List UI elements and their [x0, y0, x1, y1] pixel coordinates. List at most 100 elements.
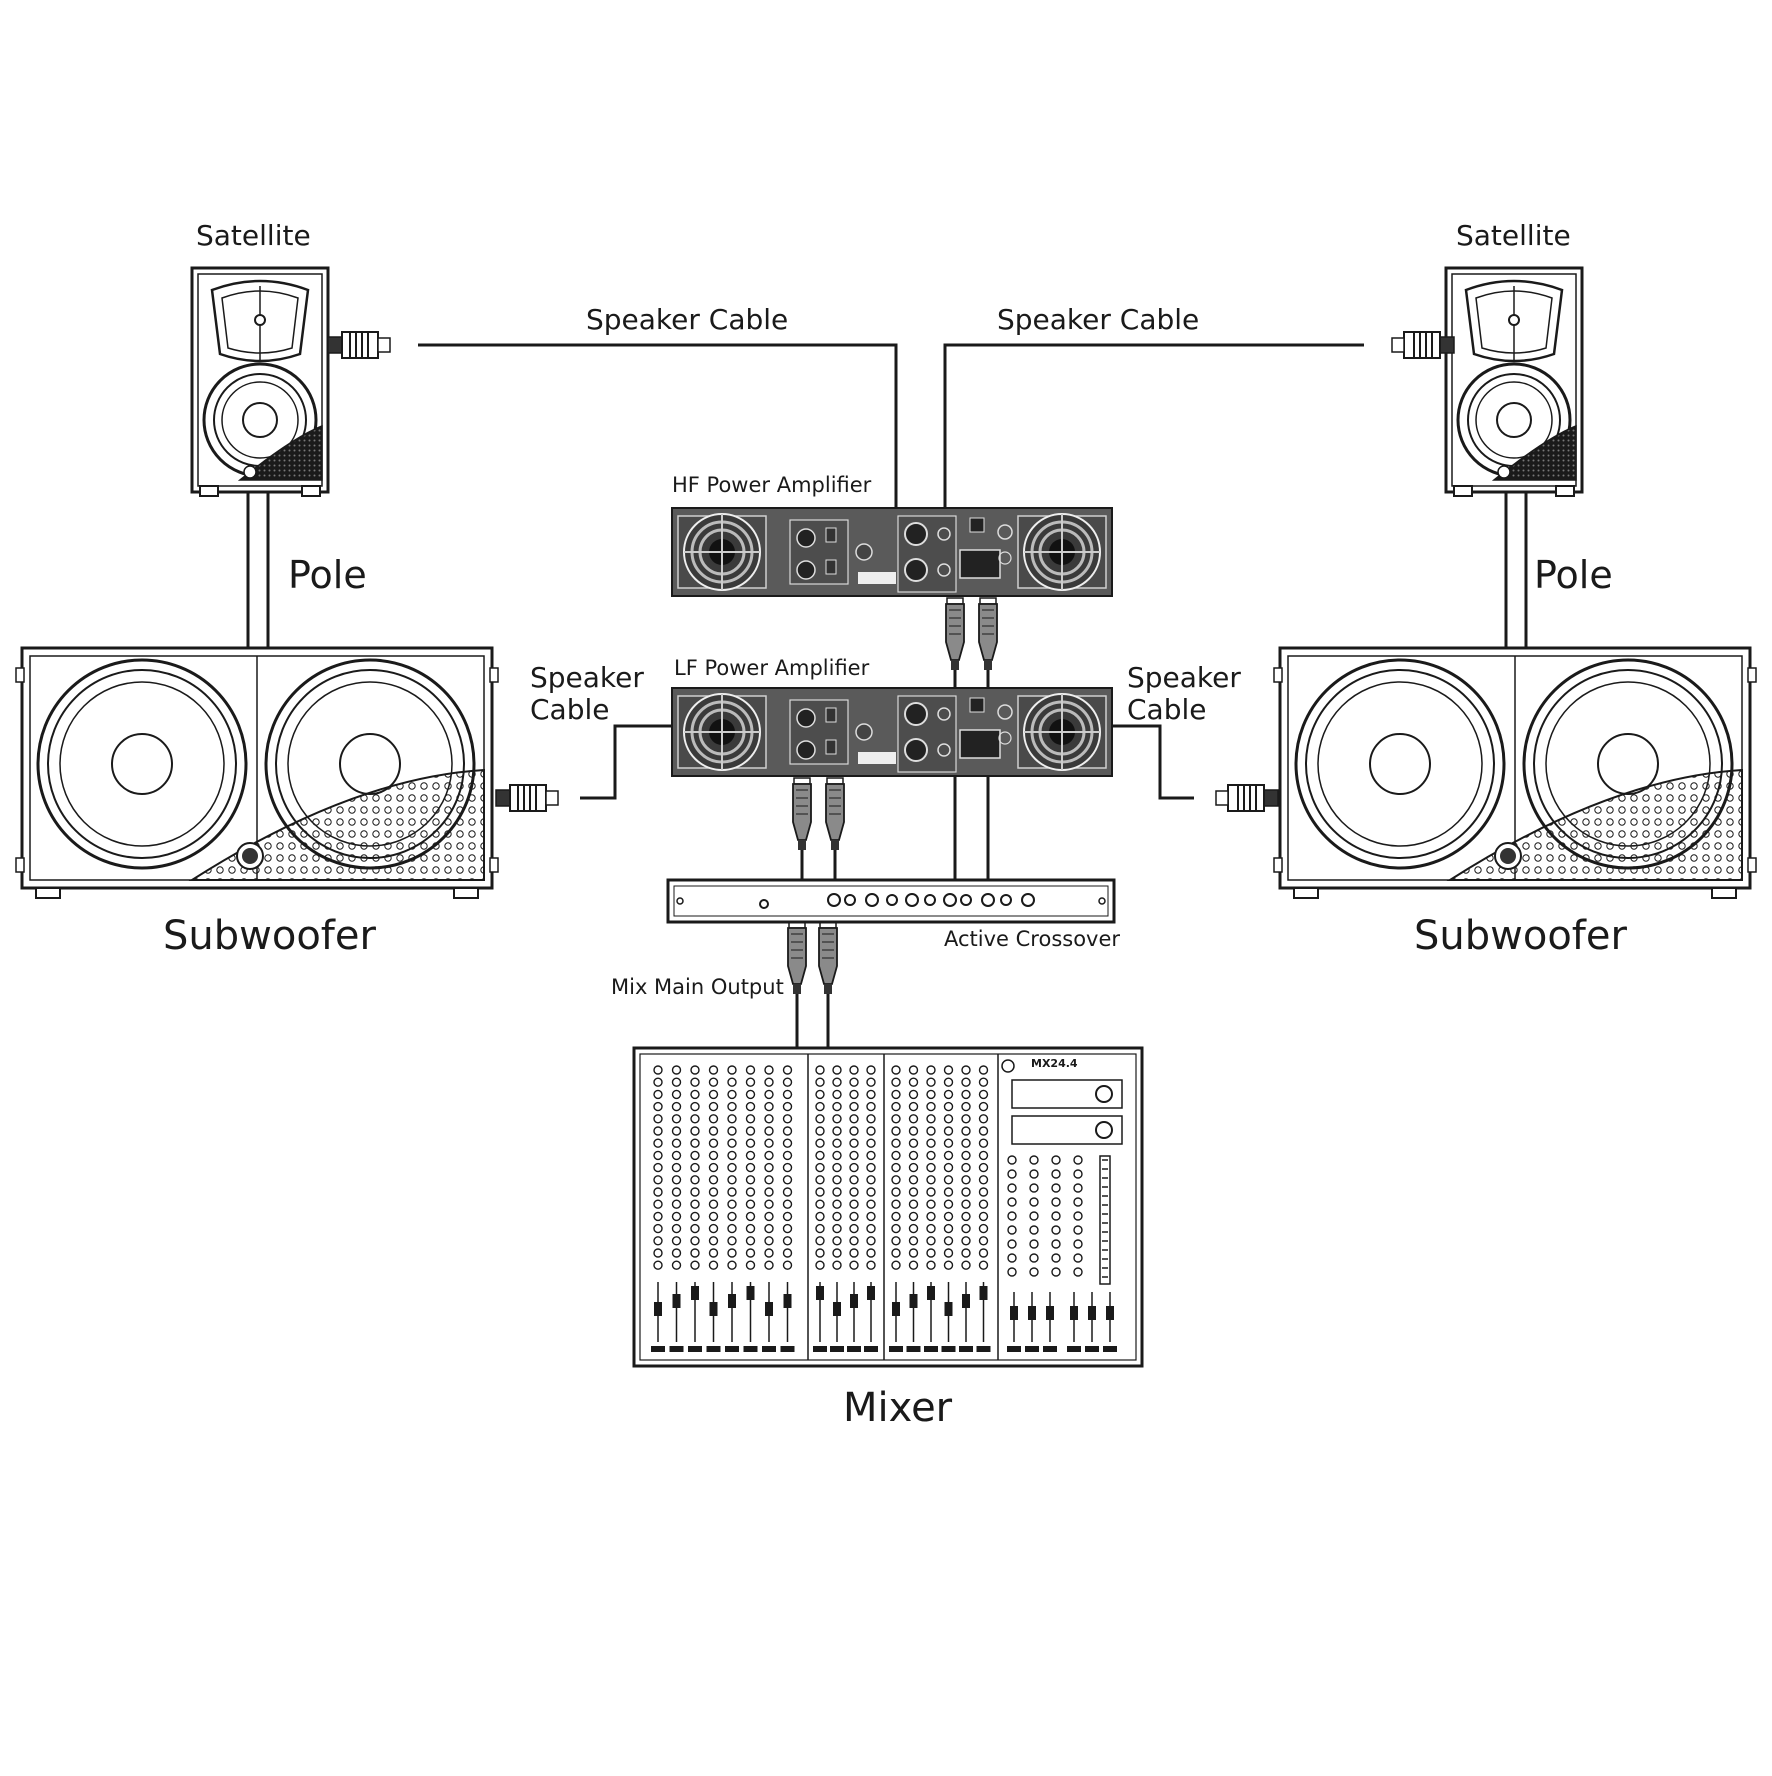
mixer-channel-strip [864, 1065, 878, 1352]
mixer-knob [832, 1065, 842, 1075]
satellite-right-speaker [1444, 266, 1584, 497]
mixer-channel-strip [762, 1065, 776, 1352]
mixer-knob [832, 1248, 842, 1258]
mixer-knob [745, 1187, 756, 1197]
mixer-knob [832, 1223, 842, 1234]
mix-main-output-label: Mix Main Output [611, 975, 784, 999]
mixer-knob [1029, 1183, 1039, 1193]
crossover-knob [981, 893, 995, 907]
mixer-knob [943, 1199, 954, 1209]
speaker-cable-hf-right [943, 343, 1364, 510]
mixer-knob [1073, 1239, 1083, 1249]
mixer-knob [727, 1162, 737, 1173]
fader-cap [944, 1302, 953, 1316]
mixer-knob [690, 1211, 700, 1222]
mixer-knob [961, 1089, 971, 1100]
mixer-knob [1007, 1183, 1017, 1193]
mixer-channel-strip [706, 1065, 721, 1352]
fader-cap [850, 1294, 858, 1308]
mixer-knob [926, 1223, 936, 1234]
mixer-knob [782, 1089, 793, 1100]
mixer-knob [727, 1248, 737, 1258]
xlr-connector-icon [792, 777, 812, 851]
channel-label-strip [725, 1346, 739, 1352]
mixer-knob [866, 1187, 876, 1197]
mixer-knob [926, 1101, 936, 1112]
mixer-channel-strip [780, 1065, 795, 1352]
mixer-knob [891, 1236, 901, 1246]
mixer-knob [849, 1077, 859, 1087]
mixer-knob [1007, 1211, 1017, 1221]
mixer-knob [961, 1114, 971, 1124]
master-knob [1095, 1085, 1113, 1103]
mixer-knob [943, 1065, 954, 1075]
mixer-knob [745, 1162, 756, 1173]
channel-label-strip [813, 1346, 827, 1352]
mixer-knob [908, 1211, 919, 1222]
mixer-knob [815, 1248, 825, 1258]
mixer-knob [908, 1101, 919, 1112]
speaker-cable-mid-right-line-2: Cable [1127, 693, 1207, 726]
mixer-knob [891, 1175, 901, 1185]
mixer-knob [978, 1150, 989, 1161]
mixer-knob [671, 1260, 682, 1270]
channel-label-strip [1085, 1346, 1099, 1352]
mixer-knob [690, 1187, 700, 1197]
mixer-knob [978, 1175, 989, 1185]
mixer-knob [943, 1175, 954, 1185]
mixer-knob [815, 1175, 825, 1185]
mixer-knob [727, 1236, 737, 1246]
speakon-connector-icon [1215, 784, 1279, 812]
mixer-channel-strip [813, 1065, 827, 1352]
mixer-channel-strip [959, 1065, 973, 1352]
mixer-knob [943, 1211, 954, 1222]
mixer-knob [727, 1138, 737, 1148]
crossover-knob [924, 894, 936, 906]
channel-label-strip [976, 1346, 991, 1352]
mixer-knob [1073, 1267, 1083, 1277]
mixer-knob [849, 1065, 859, 1075]
mixer-knob [745, 1211, 756, 1222]
mixer-knob [782, 1260, 793, 1270]
mixer-knob [727, 1126, 737, 1136]
mixer-knob [745, 1175, 756, 1185]
mixer-knob [708, 1162, 719, 1173]
channel-label-strip [651, 1346, 665, 1352]
mixer-model-label: MX24.4 [1031, 1057, 1078, 1070]
mixer-knob [943, 1077, 954, 1087]
mixer-knob [727, 1175, 737, 1185]
mixer-knob [1029, 1211, 1039, 1221]
mixer-knob [708, 1260, 719, 1270]
channel-label-strip [1043, 1346, 1057, 1352]
mixer-knob [1073, 1155, 1083, 1165]
hf-amplifier-label: HF Power Amplifier [672, 473, 872, 497]
fader-cap [672, 1294, 681, 1308]
mixer-knob [943, 1101, 954, 1112]
mixer-knob [1051, 1169, 1061, 1179]
mixer-knob [866, 1126, 876, 1136]
mixer-knob [690, 1101, 700, 1112]
mixer-knob [1007, 1197, 1017, 1207]
mixer-knob [1073, 1225, 1083, 1235]
mixer-knob [745, 1150, 756, 1161]
mixer-knob [866, 1199, 876, 1209]
mixer-knob [782, 1248, 793, 1258]
subwoofer-left-label: Subwoofer [163, 913, 376, 959]
mixer-channel-strip [669, 1065, 684, 1352]
mixer-knob [866, 1260, 876, 1270]
mixer-knob [815, 1126, 825, 1136]
mixer-knob [708, 1248, 719, 1258]
mixer-knob [908, 1236, 919, 1246]
mixer-knob [708, 1101, 719, 1112]
mixer-knob [690, 1126, 700, 1136]
active-crossover-unit [666, 878, 1116, 924]
mixer-knob [764, 1150, 774, 1161]
level-meter [1099, 1155, 1111, 1285]
mixer-channel-strip [847, 1065, 861, 1352]
mixer-knob [764, 1114, 774, 1124]
mixer-knob [866, 1236, 876, 1246]
mixer-knob [891, 1260, 901, 1270]
mixer-knob [782, 1187, 793, 1197]
master-knob [1095, 1121, 1113, 1139]
mixer-knob [782, 1162, 793, 1173]
